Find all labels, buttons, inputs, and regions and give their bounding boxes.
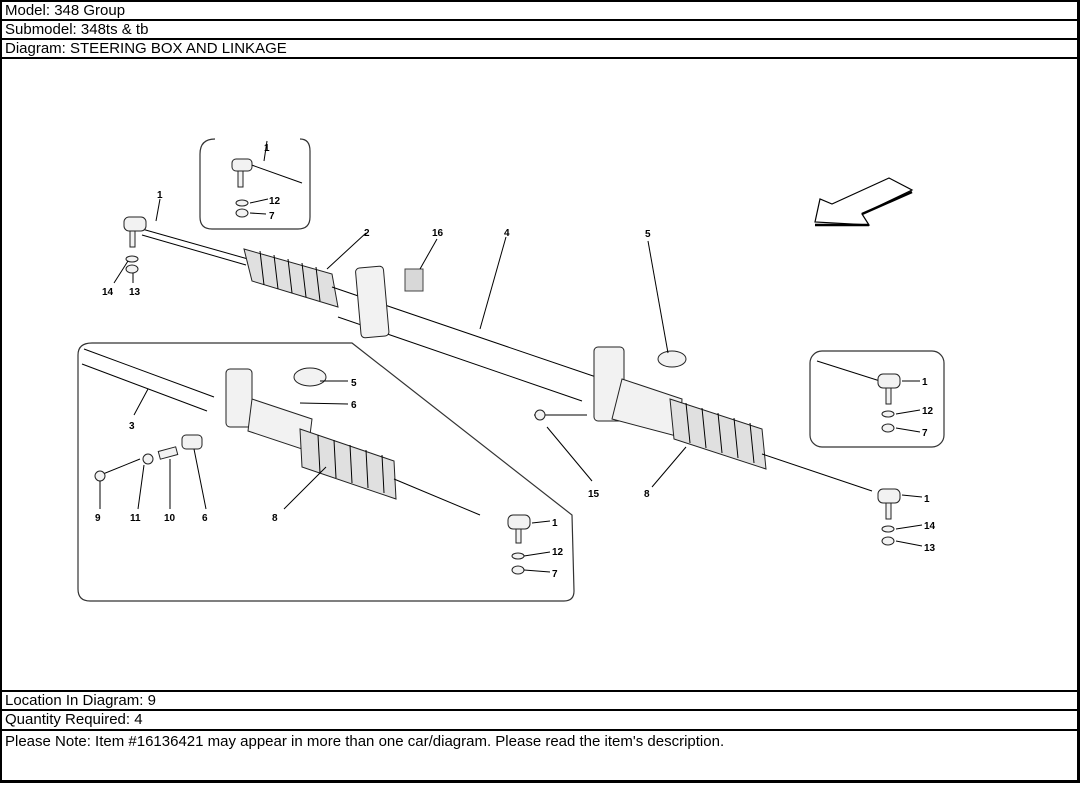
callout-1-right: 1: [924, 494, 930, 505]
right-rack-housing: [534, 240, 873, 492]
callout-7-inset-top: 7: [269, 211, 275, 222]
location-row: Location In Diagram: 9: [2, 692, 1077, 711]
callout-1-detail: 1: [552, 518, 558, 529]
callout-13-right: 13: [924, 543, 936, 554]
callout-16: 16: [432, 228, 444, 239]
callout-2: 2: [364, 228, 370, 239]
left-boot: [243, 232, 367, 308]
callout-7-inset-right: 7: [922, 428, 928, 439]
callout-6-detail: 6: [202, 513, 208, 524]
callout-8-detail: 8: [272, 513, 278, 524]
quantity-label: Quantity Required:: [5, 711, 135, 728]
arrow-down-left-icon: [814, 177, 914, 227]
diagram-title-row: Diagram: STEERING BOX AND LINKAGE: [2, 40, 1077, 59]
parts-diagram: 1 14 13 1 12 7 2 16 4 5 1 12 7 15 8 1 14…: [2, 59, 1077, 692]
callout-6-detail-top: 6: [351, 400, 357, 411]
callout-10: 10: [164, 513, 176, 524]
callout-12-detail: 12: [552, 547, 564, 558]
callout-14-right: 14: [924, 521, 936, 532]
right-tie-rod: [877, 488, 923, 547]
inset-top-tie-rod: [199, 138, 311, 230]
callout-12-inset-top: 12: [269, 196, 281, 207]
callout-5-detail: 5: [351, 378, 357, 389]
inset-detail-housing: [77, 342, 575, 602]
callout-14-left: 14: [102, 287, 114, 298]
callout-7-detail: 7: [552, 569, 558, 580]
callout-3: 3: [129, 421, 135, 432]
callout-1-inset-top: 1: [264, 143, 270, 154]
left-tie-rod: [113, 198, 249, 284]
callout-5-right: 5: [645, 229, 651, 240]
top-border: [0, 0, 1080, 2]
callout-4: 4: [504, 228, 510, 239]
callout-11: 11: [130, 513, 141, 524]
quantity-row: Quantity Required: 4: [2, 711, 1077, 731]
callout-1-left: 1: [157, 190, 163, 201]
left-border: [0, 0, 2, 783]
callout-8-right: 8: [644, 489, 650, 500]
pad-icon: [404, 268, 424, 292]
callout-9: 9: [95, 513, 101, 524]
inset-right-tie-rod: [809, 350, 945, 448]
note-row: Please Note: Item #16136421 may appear i…: [5, 733, 725, 750]
model-row: Model: 348 Group: [2, 2, 1077, 21]
quantity-value: 4: [134, 711, 143, 728]
steering-box-illustration: 1 14 13 1 12 7 2 16 4 5 1 12 7 15 8 1 14…: [77, 138, 945, 602]
rack-tube: [331, 236, 603, 402]
callout-12-inset-right: 12: [922, 406, 934, 417]
callout-1-inset-right: 1: [922, 377, 928, 388]
callout-15: 15: [588, 489, 600, 500]
callout-13-left: 13: [129, 287, 141, 298]
submodel-row: Submodel: 348ts & tb: [2, 21, 1077, 40]
